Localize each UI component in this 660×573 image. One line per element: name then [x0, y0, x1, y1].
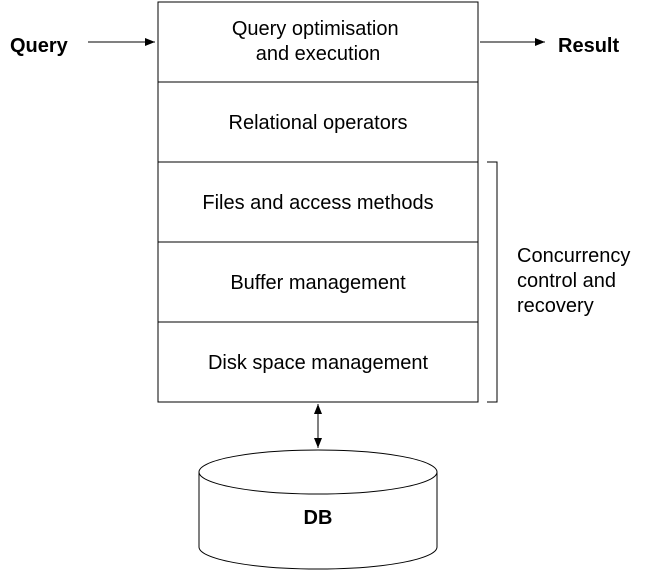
- concurrency-label: Concurrency control and recovery: [517, 245, 636, 317]
- layer-label-line: and execution: [256, 43, 381, 65]
- query-label: Query: [10, 35, 69, 57]
- database-cylinder: DB: [198, 449, 438, 570]
- concurrency-label-line: control and: [517, 270, 616, 292]
- concurrency-label-line: Concurrency: [517, 245, 630, 267]
- layer-label: Files and access methods: [202, 192, 433, 214]
- layer-files-access-methods: Files and access methods: [157, 161, 479, 243]
- layer-label: Relational operators: [229, 112, 408, 134]
- concurrency-bracket: [487, 161, 498, 403]
- layer-query-optimisation: Query optimisation and execution: [157, 1, 479, 83]
- layer-stack: Query optimisation and execution Relatio…: [157, 1, 479, 403]
- layer-label: Disk space management: [208, 352, 429, 374]
- database-label: DB: [304, 507, 333, 529]
- layer-disk-space-management: Disk space management: [157, 321, 479, 403]
- layer-relational-operators: Relational operators: [157, 81, 479, 163]
- layer-label: Buffer management: [230, 272, 406, 294]
- concurrency-label-line: recovery: [517, 295, 594, 317]
- layer-buffer-management: Buffer management: [157, 241, 479, 323]
- layer-label-line: Query optimisation: [232, 18, 399, 40]
- result-label: Result: [558, 35, 619, 57]
- layer-label: Query optimisation and execution: [232, 18, 404, 65]
